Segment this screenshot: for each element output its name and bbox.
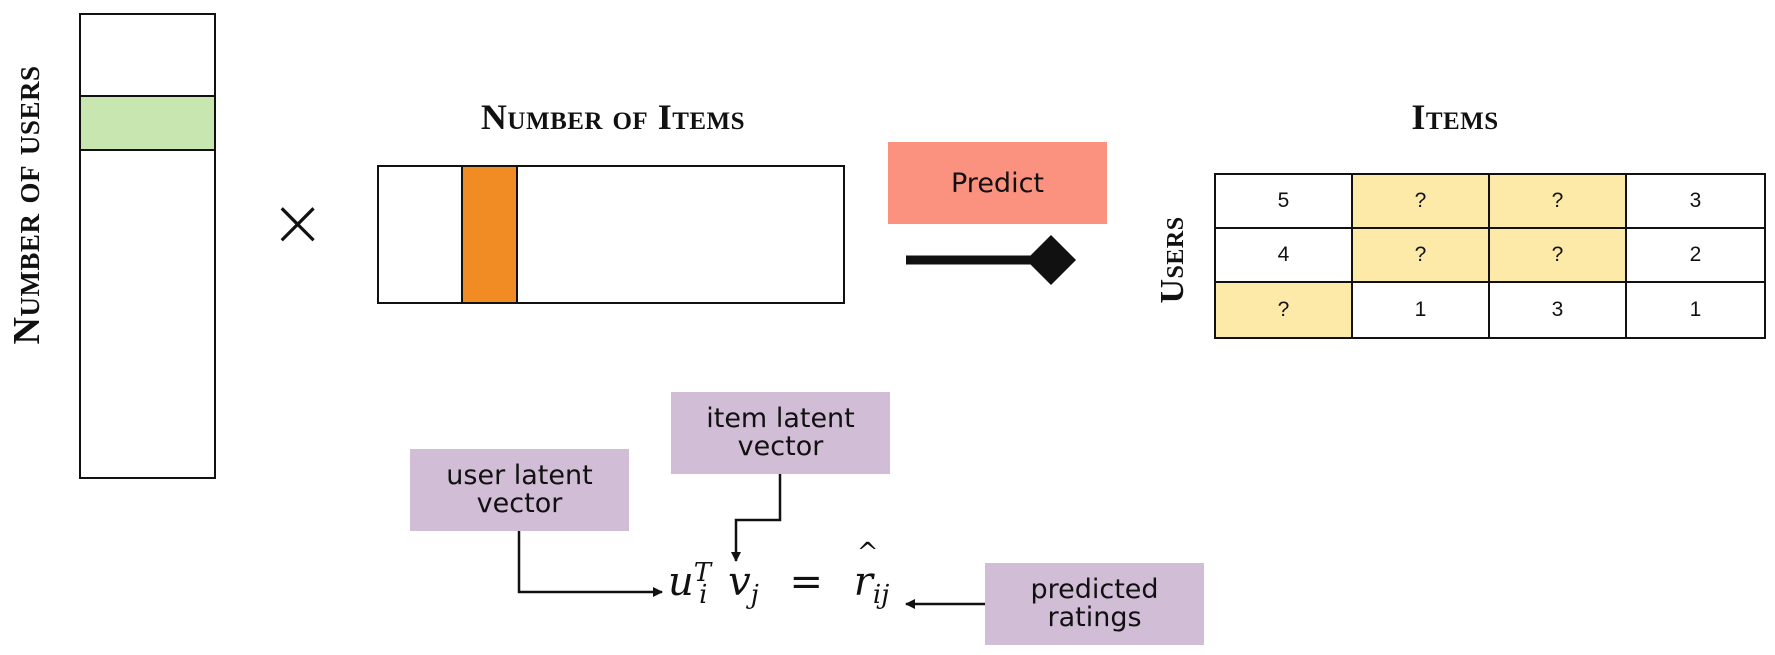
item-vector-connector (731, 474, 782, 562)
rating-cell: ? (1353, 229, 1490, 283)
formula-equals: = (789, 559, 824, 605)
rating-cell: 4 (1216, 229, 1353, 283)
prediction-formula: uTi vj = rij (668, 540, 890, 610)
rating-cell: 5 (1216, 175, 1353, 229)
ratings-grid: 5 ? ? 3 4 ? ? 2 ? 1 3 1 (1214, 173, 1766, 339)
formula-v: vj (728, 559, 759, 610)
item-vector (377, 165, 845, 304)
rating-cell: ? (1353, 175, 1490, 229)
rating-cell: 3 (1490, 283, 1627, 337)
predict-label: Predict (888, 142, 1107, 224)
predict-arrow-icon (906, 235, 1076, 285)
rating-cell: ? (1490, 229, 1627, 283)
ratings-items-label: Items (1411, 97, 1499, 137)
user-latent-vector-label: user latent vector (410, 449, 629, 531)
rating-cell: ? (1216, 283, 1353, 337)
highlighted-item-column (461, 165, 518, 304)
predicted-ratings-label: predicted ratings (985, 563, 1204, 645)
rating-cell: 1 (1353, 283, 1490, 337)
rating-cell: 3 (1627, 175, 1764, 229)
highlighted-user-row (79, 95, 216, 151)
items-axis-label: Number of Items (480, 97, 746, 137)
rating-cell: 1 (1689, 298, 1702, 321)
formula-u: uTi (668, 558, 712, 610)
rating-cell: 2 (1627, 229, 1764, 283)
user-vector-connector (517, 531, 663, 597)
rating-cell: ? (1490, 175, 1627, 229)
multiply-icon: × (270, 184, 326, 261)
item-latent-vector-label: item latent vector (671, 392, 890, 474)
user-vector (79, 13, 216, 479)
formula-r-hat: rij (854, 540, 890, 608)
